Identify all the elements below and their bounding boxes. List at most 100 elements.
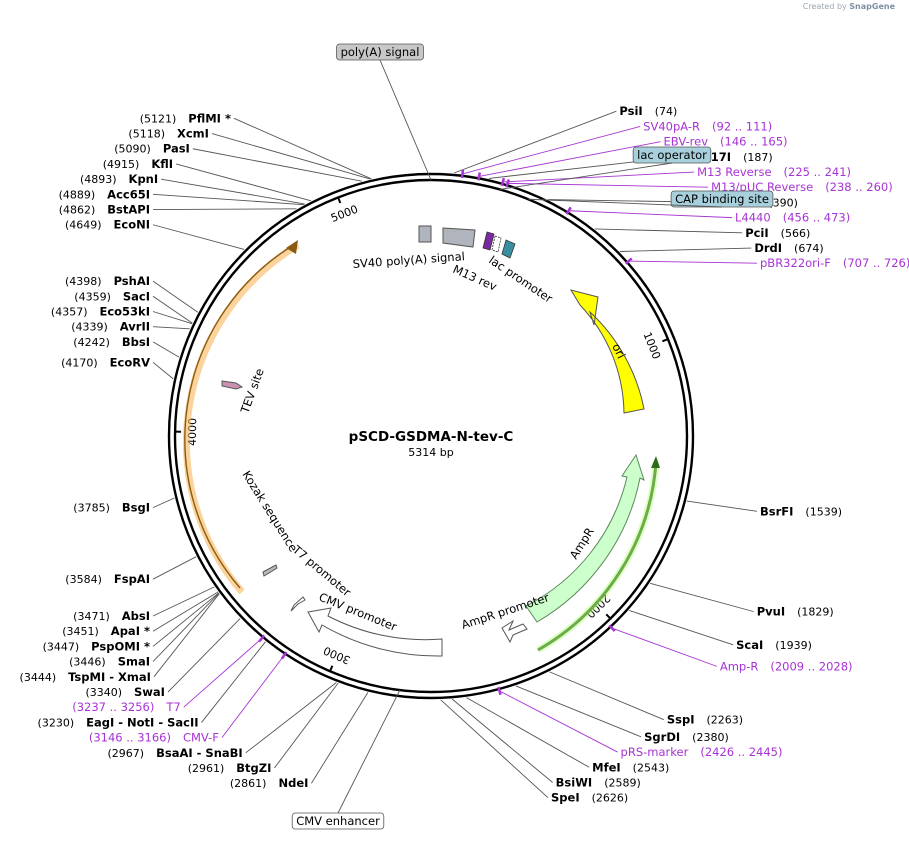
primer-pos-5: (707 .. 726) bbox=[843, 256, 909, 270]
primer-leader-7 bbox=[499, 690, 618, 753]
primer-pos-1: (146 .. 165) bbox=[720, 135, 788, 149]
site-name-25[interactable]: EcoRV bbox=[110, 355, 150, 369]
site-pos-19: (3446) bbox=[69, 656, 106, 669]
sv40-polya-box-1[interactable] bbox=[418, 225, 432, 243]
site-name-38[interactable]: PflMI * bbox=[188, 111, 231, 125]
primer-mark-4 bbox=[565, 206, 572, 215]
site-name-15[interactable]: BsaAI - SnaBI bbox=[156, 746, 243, 760]
primer-annotations: SV40pA-R(92 .. 111)EBV-rev(146 .. 165)M1… bbox=[72, 119, 909, 759]
primer-leader-8 bbox=[221, 655, 285, 738]
site-name-11[interactable]: BsiWI bbox=[556, 775, 593, 789]
m13-rev-feature[interactable] bbox=[482, 231, 495, 251]
site-name-37[interactable]: XcmI bbox=[177, 127, 209, 141]
boxed-feature-label-1[interactable]: lac operator bbox=[637, 148, 707, 162]
site-name-12[interactable]: SpeI bbox=[551, 791, 580, 805]
boxed-feature-label-3[interactable]: CMV enhancer bbox=[296, 814, 380, 828]
site-pos-34: (4893) bbox=[80, 173, 117, 186]
site-name-20[interactable]: PspOMI * bbox=[91, 639, 150, 653]
site-name-28[interactable]: Eco53kI bbox=[99, 305, 150, 319]
sv40-polya-box-2[interactable] bbox=[442, 227, 476, 248]
site-pos-4: (674) bbox=[794, 242, 824, 255]
site-pos-23: (3584) bbox=[65, 573, 102, 586]
primer-name-5[interactable]: pBR322ori-F bbox=[760, 256, 831, 270]
site-name-29[interactable]: SacI bbox=[123, 289, 150, 303]
primer-name-6[interactable]: Amp-R bbox=[720, 659, 759, 673]
boxed-feature-label-2[interactable]: CAP binding site bbox=[675, 192, 769, 206]
site-name-7[interactable]: ScaI bbox=[736, 638, 763, 652]
site-pos-30: (4398) bbox=[65, 275, 102, 288]
primer-name-8[interactable]: CMV-F bbox=[183, 731, 219, 745]
site-name-4[interactable]: DrdI bbox=[754, 241, 782, 255]
site-name-24[interactable]: BsgI bbox=[122, 501, 150, 515]
primer-name-7[interactable]: pRS-marker bbox=[621, 745, 689, 759]
label-ori: ori bbox=[609, 341, 628, 361]
kozak-feature[interactable] bbox=[262, 564, 278, 577]
site-pos-20: (3447) bbox=[43, 640, 80, 653]
site-name-14[interactable]: BtgZI bbox=[236, 761, 271, 775]
site-pos-29: (4359) bbox=[74, 290, 111, 303]
primer-leader-3 bbox=[507, 182, 709, 188]
site-leader-17 bbox=[167, 618, 241, 693]
site-pos-37: (5118) bbox=[128, 128, 165, 141]
tev-site-feature[interactable] bbox=[221, 380, 244, 390]
primer-name-4[interactable]: L4440 bbox=[735, 211, 771, 225]
site-leader-26 bbox=[152, 341, 180, 358]
primer-name-9[interactable]: T7 bbox=[165, 700, 180, 714]
site-leader-32 bbox=[152, 208, 297, 210]
ampr-feature[interactable] bbox=[525, 453, 645, 623]
primer-name-0[interactable]: SV40pA-R bbox=[643, 119, 700, 133]
site-leader-10 bbox=[466, 697, 590, 768]
site-name-16[interactable]: EagI - NotI - SacII bbox=[86, 715, 198, 729]
primer-leader-0 bbox=[462, 125, 641, 175]
boxed-feature-leader-2 bbox=[528, 198, 723, 208]
site-name-34[interactable]: KpnI bbox=[129, 172, 159, 186]
t7-promoter-feature[interactable] bbox=[290, 596, 306, 612]
site-name-31[interactable]: EcoNI bbox=[114, 218, 150, 232]
site-name-32[interactable]: BstAPI bbox=[107, 203, 150, 217]
site-leader-16 bbox=[201, 641, 266, 723]
site-leader-25 bbox=[152, 361, 174, 380]
site-name-23[interactable]: FspAI bbox=[114, 572, 150, 586]
site-name-36[interactable]: PasI bbox=[163, 142, 190, 156]
site-name-10[interactable]: MfeI bbox=[592, 760, 621, 774]
site-pos-28: (4357) bbox=[51, 306, 88, 319]
site-name-26[interactable]: BbsI bbox=[122, 335, 150, 349]
site-name-0[interactable]: PsiI bbox=[619, 104, 642, 118]
site-name-13[interactable]: NdeI bbox=[278, 776, 308, 790]
site-pos-18: (3444) bbox=[20, 671, 57, 684]
site-leader-20 bbox=[152, 592, 220, 647]
primer-pos-6: (2009 .. 2028) bbox=[770, 659, 852, 673]
site-name-9[interactable]: SgrDI bbox=[644, 730, 680, 744]
cmv-promoter-feature[interactable] bbox=[307, 607, 443, 657]
site-leader-0 bbox=[453, 110, 617, 174]
site-name-22[interactable]: AbsI bbox=[122, 609, 150, 623]
ampr-promoter-feature[interactable] bbox=[501, 619, 528, 644]
tick-mark-3000 bbox=[329, 665, 334, 672]
lac-promoter-feature[interactable] bbox=[501, 239, 516, 259]
site-name-35[interactable]: KflI bbox=[151, 157, 173, 171]
site-name-18[interactable]: TspMI - XmaI bbox=[68, 670, 151, 684]
site-pos-14: (2961) bbox=[188, 762, 225, 775]
ori-feature[interactable] bbox=[569, 289, 645, 414]
site-name-30[interactable]: PshAI bbox=[114, 274, 150, 288]
site-name-17[interactable]: SwaI bbox=[134, 685, 165, 699]
site-name-5[interactable]: BsrFI bbox=[760, 504, 793, 518]
primer-leader-9 bbox=[183, 638, 262, 708]
boxed-feature-label-0[interactable]: poly(A) signal bbox=[341, 45, 420, 59]
site-name-21[interactable]: ApaI * bbox=[111, 624, 150, 638]
primer-leader-6 bbox=[611, 627, 718, 667]
site-name-19[interactable]: SmaI bbox=[118, 655, 150, 669]
boxed-feature-leader-3 bbox=[337, 689, 401, 814]
site-name-3[interactable]: PciI bbox=[745, 226, 768, 240]
primer-name-1[interactable]: EBV-rev bbox=[664, 135, 709, 149]
primer-name-2[interactable]: M13 Reverse bbox=[697, 165, 771, 179]
lac-operator-feature[interactable] bbox=[491, 235, 502, 253]
site-pos-10: (2543) bbox=[633, 761, 670, 774]
site-leader-11 bbox=[451, 698, 553, 783]
site-name-6[interactable]: PvuI bbox=[757, 605, 785, 619]
site-name-27[interactable]: AvrII bbox=[120, 320, 150, 334]
primer-pos-7: (2426 .. 2445) bbox=[700, 745, 782, 759]
site-name-33[interactable]: Acc65I bbox=[107, 187, 150, 201]
site-name-8[interactable]: SspI bbox=[667, 713, 695, 727]
